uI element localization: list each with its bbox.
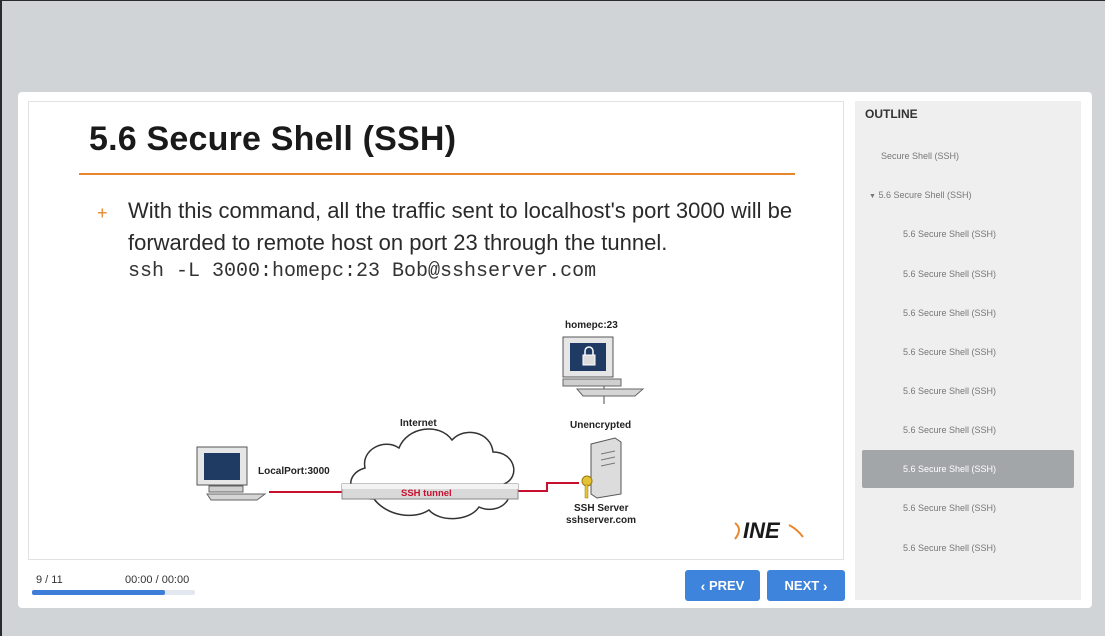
chevron-left-icon: ‹ [700, 577, 706, 594]
progress-bar[interactable] [32, 590, 195, 595]
outline-item-label: 5.6 Secure Shell (SSH) [903, 347, 997, 357]
course-player: 5.6 Secure Shell (SSH) + With this comma… [18, 92, 1092, 608]
outline-item-slide-active[interactable]: 5.6 Secure Shell (SSH) [862, 450, 1074, 488]
next-button[interactable]: NEXT › [767, 570, 845, 601]
wire-server [509, 482, 579, 492]
outline-item-slide[interactable]: 5.6 Secure Shell (SSH) [903, 543, 996, 553]
outline-item-chapter[interactable]: ▼ 5.6 Secure Shell (SSH) [869, 190, 972, 200]
chevron-right-icon: › [822, 577, 828, 594]
bullet-plus-icon: + [97, 203, 108, 223]
player-controls: 9 / 11 00:00 / 00:00 ‹ PREV NEXT › [28, 570, 858, 606]
outline-item-slide[interactable]: 5.6 Secure Shell (SSH) [903, 425, 996, 435]
homepc-lock-icon [562, 336, 645, 397]
key-icon [581, 475, 593, 499]
outline-item-label: 5.6 Secure Shell (SSH) [878, 190, 972, 200]
outline-item-slide[interactable]: 5.6 Secure Shell (SSH) [903, 347, 996, 357]
localport-label: LocalPort:3000 [258, 466, 330, 477]
next-label: NEXT [784, 578, 820, 593]
outline-item-label: 5.6 Secure Shell (SSH) [903, 269, 997, 279]
local-pc-icon [196, 446, 267, 501]
ssh-server-icon [590, 437, 622, 499]
prev-label: PREV [708, 578, 745, 593]
outline-heading: OUTLINE [865, 107, 918, 121]
ssh-tunnel-diagram: Internet SSH tunnel LocalPort:3000 homep… [196, 320, 804, 543]
outline-item-slide[interactable]: 5.6 Secure Shell (SSH) [903, 308, 996, 318]
slide-counter: 9 / 11 [36, 574, 63, 586]
outline-item-section[interactable]: Secure Shell (SSH) [881, 151, 959, 161]
progress-fill [32, 590, 166, 595]
outline-item-label: 5.6 Secure Shell (SSH) [903, 425, 997, 435]
ssh-tunnel-label: SSH tunnel [401, 488, 452, 499]
unencrypted-label: Unencrypted [570, 420, 631, 431]
prev-button[interactable]: ‹ PREV [685, 570, 760, 601]
outline-item-label: 5.6 Secure Shell (SSH) [903, 503, 997, 513]
outline-item-label: Secure Shell (SSH) [881, 151, 960, 161]
outline-item-label: 5.6 Secure Shell (SSH) [903, 386, 997, 396]
outline-item-slide[interactable]: 5.6 Secure Shell (SSH) [903, 269, 996, 279]
outline-item-slide[interactable]: 5.6 Secure Shell (SSH) [903, 386, 996, 396]
outline-item-label: 5.6 Secure Shell (SSH) [903, 464, 997, 474]
caret-down-icon: ▼ [869, 193, 876, 200]
ine-logo-icon: INE [734, 518, 804, 543]
slide-title: 5.6 Secure Shell (SSH) [89, 120, 457, 158]
ssh-server-host: sshserver.com [566, 515, 636, 526]
title-divider [79, 173, 795, 175]
homepc-label: homepc:23 [565, 320, 618, 331]
outline-item-label: 5.6 Secure Shell (SSH) [903, 229, 997, 239]
bullet-text: With this command, all the traffic sent … [128, 198, 793, 255]
ssh-tunnel-pipe [341, 483, 519, 500]
ssh-command: ssh -L 3000:homepc:23 Bob@sshserver.com [128, 260, 597, 283]
outline-item-slide[interactable]: 5.6 Secure Shell (SSH) [903, 229, 996, 239]
outline-item-slide[interactable]: 5.6 Secure Shell (SSH) [903, 503, 996, 513]
ine-logo-text: INE [743, 518, 781, 543]
ssh-server-label: SSH Server [574, 503, 629, 514]
slide-canvas: 5.6 Secure Shell (SSH) + With this comma… [28, 101, 844, 560]
outline-item-label: 5.6 Secure Shell (SSH) [903, 308, 997, 318]
internet-cloud-icon [350, 428, 515, 520]
internet-label: Internet [400, 418, 437, 429]
outline-item-label: 5.6 Secure Shell (SSH) [903, 543, 997, 553]
playback-time: 00:00 / 00:00 [125, 574, 190, 586]
outline-panel: OUTLINE Secure Shell (SSH) ▼ 5.6 Secure … [855, 101, 1081, 600]
